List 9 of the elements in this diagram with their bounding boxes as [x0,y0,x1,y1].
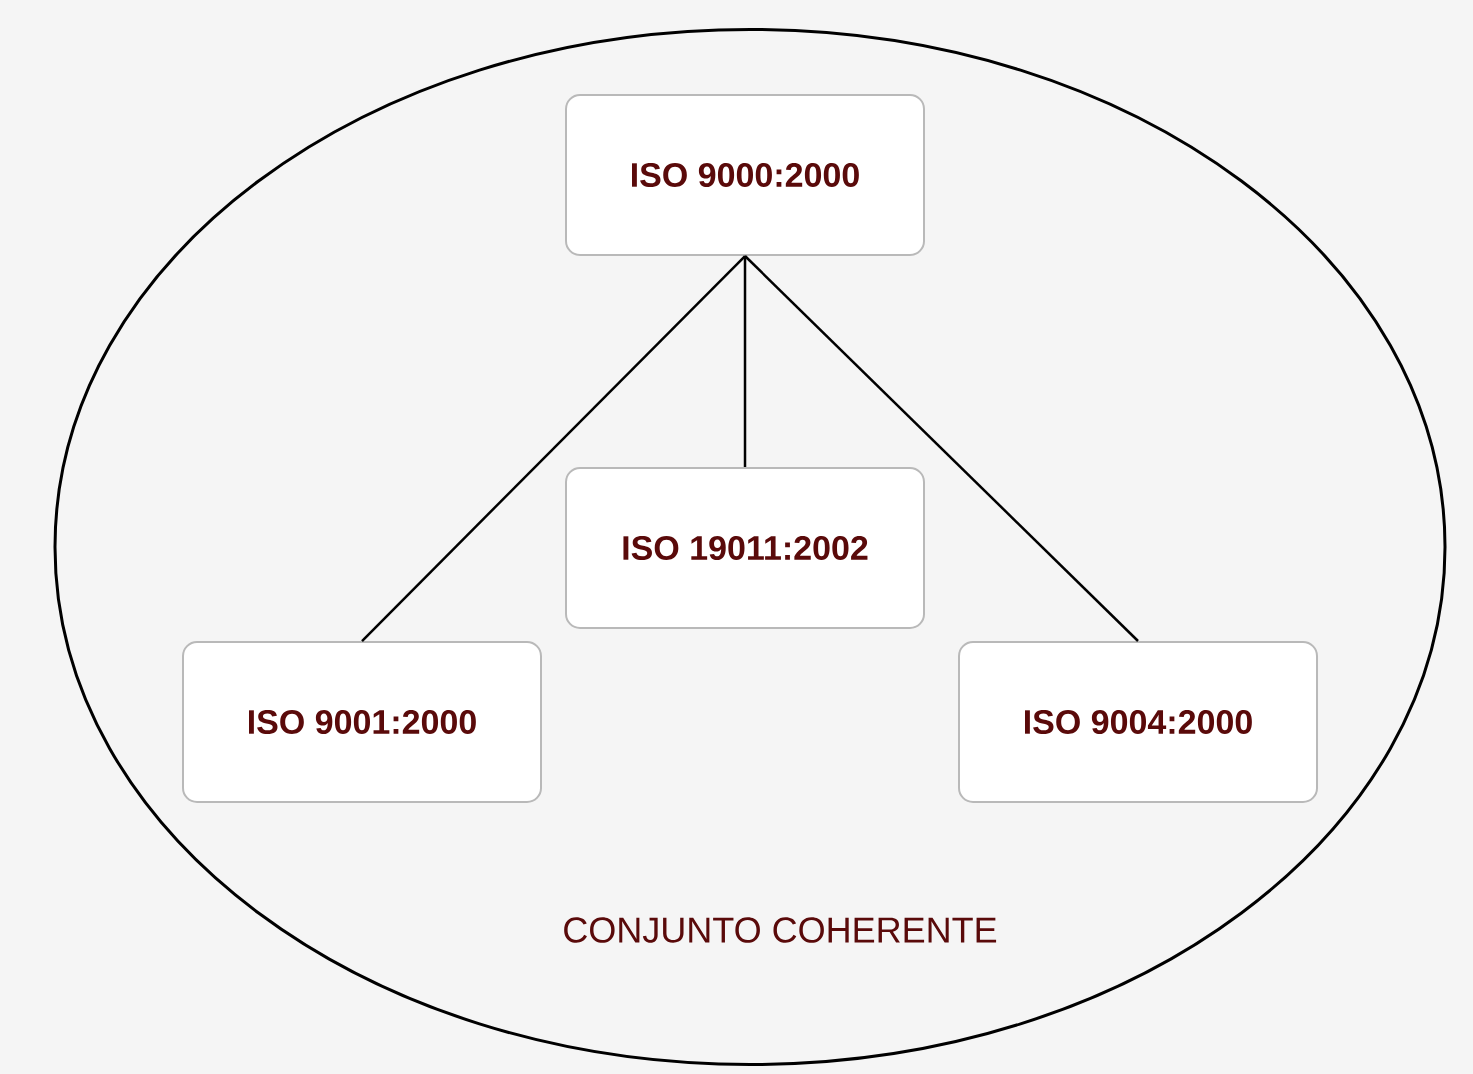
ellipse-label: CONJUNTO COHERENTE [564,917,997,943]
connector-line [743,256,747,467]
standard-box: ISO 9000:2000 [565,94,925,256]
connector-line [744,255,1139,642]
standard-box: ISO 19011:2002 [565,467,925,629]
standard-box: ISO 9004:2000 [958,641,1318,803]
connector-line [361,255,746,642]
ellipse-boundary [53,28,1447,1066]
standard-box: ISO 9001:2000 [182,641,542,803]
